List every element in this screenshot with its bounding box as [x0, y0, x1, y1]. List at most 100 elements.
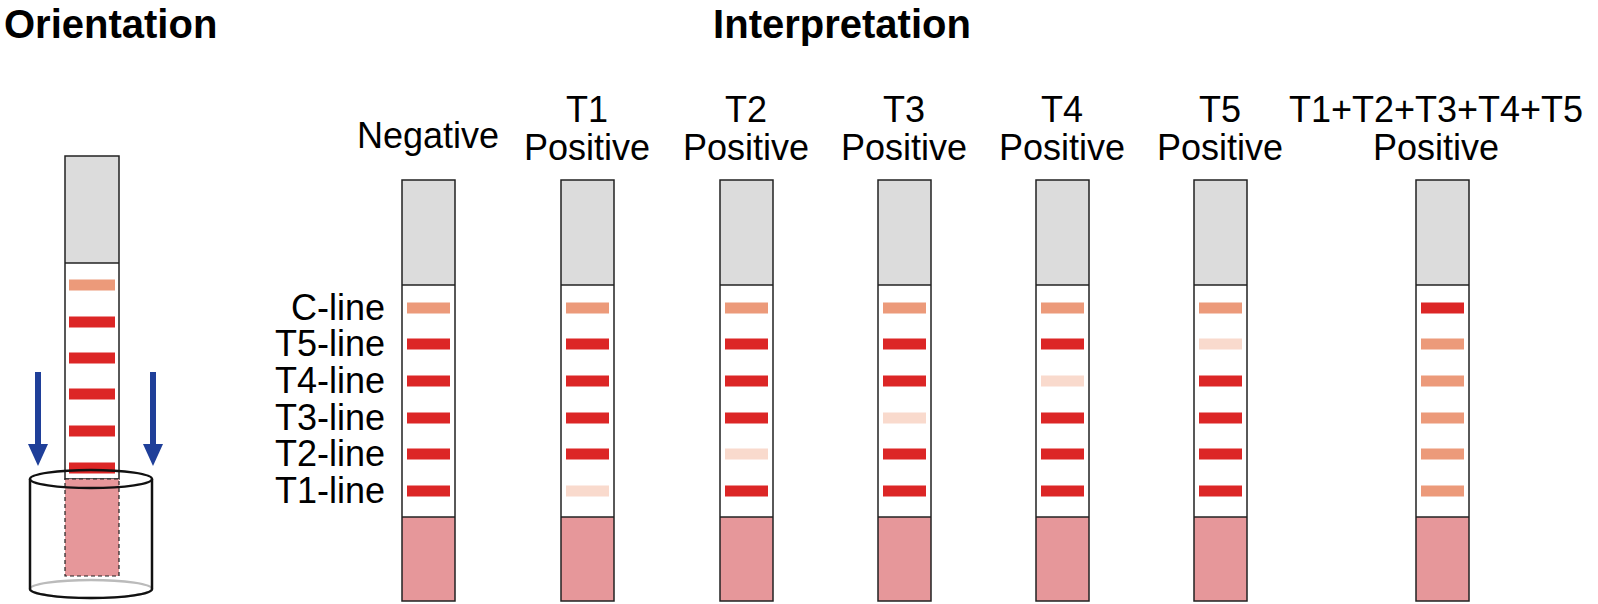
strip-divider [65, 262, 119, 264]
strip-divider [561, 516, 614, 518]
strip-line [566, 339, 609, 350]
strip-membrane [1416, 285, 1469, 517]
strip-line [1041, 449, 1084, 460]
strip-line [1199, 413, 1242, 424]
strip-line [1041, 339, 1084, 350]
sample-cup [30, 470, 152, 598]
strip-outline [1416, 180, 1469, 601]
strip-line [1421, 413, 1464, 424]
strip-line [566, 449, 609, 460]
strip-line [1041, 486, 1084, 497]
strip-handle [561, 180, 614, 285]
strip-line [725, 376, 768, 387]
cup-side [29, 479, 32, 589]
line-label: T2-line [275, 435, 385, 473]
strip-outline [561, 180, 614, 601]
strip-line [407, 376, 450, 387]
strip-outline [1194, 180, 1247, 601]
line-label: T4-line [275, 362, 385, 400]
strip-line [69, 353, 115, 364]
strip-line [407, 449, 450, 460]
arrow-shaft [35, 372, 41, 448]
strip-line [1199, 376, 1242, 387]
test-strip [561, 180, 614, 601]
strip-line [1199, 449, 1242, 460]
strip-line [566, 376, 609, 387]
arrow-head [28, 444, 48, 466]
sample-pad [878, 517, 931, 601]
strip-divider [878, 516, 931, 518]
strip-outline [1036, 180, 1089, 601]
column-header: T4 Positive [987, 91, 1137, 167]
sample-pad [402, 517, 455, 601]
strip-divider [1194, 516, 1247, 518]
test-strip [1416, 180, 1469, 601]
column-header: T5 Positive [1145, 91, 1295, 167]
column-header: T1+T2+T3+T4+T5 Positive [1278, 91, 1594, 167]
strip-divider [1036, 284, 1089, 286]
strip-membrane [1194, 285, 1247, 517]
strip-line [725, 339, 768, 350]
cup-side [151, 479, 154, 589]
line-label: T3-line [275, 399, 385, 437]
strip-line [69, 426, 115, 437]
arrow-shaft [150, 372, 156, 448]
strip-line [1041, 303, 1084, 314]
strip-line [1421, 376, 1464, 387]
strip-outline [402, 180, 455, 601]
strip-handle [1194, 180, 1247, 285]
strip-line [725, 449, 768, 460]
strip-line [407, 303, 450, 314]
column-header: Negative [348, 117, 508, 155]
strip-membrane [720, 285, 773, 517]
sample-pad [1416, 517, 1469, 601]
column-header: T1 Positive [512, 91, 662, 167]
strip-divider [1036, 516, 1089, 518]
strip-handle [402, 180, 455, 285]
strip-line [725, 303, 768, 314]
cup-rim [30, 470, 152, 488]
strip-divider [402, 284, 455, 286]
section-title: Orientation [4, 2, 217, 46]
strip-line [725, 486, 768, 497]
strip-line [1199, 303, 1242, 314]
strip-line [883, 303, 926, 314]
strip-divider [402, 516, 455, 518]
strip-line [1421, 303, 1464, 314]
line-label: T5-line [275, 325, 385, 363]
strip-handle [878, 180, 931, 285]
cup-bottom [30, 580, 152, 598]
column-header: T3 Positive [829, 91, 979, 167]
strip-line [566, 303, 609, 314]
strip-line [407, 339, 450, 350]
strip-line [69, 463, 115, 474]
dip-arrow [143, 372, 163, 466]
strip-handle [1036, 180, 1089, 285]
strip-line [566, 413, 609, 424]
strip-line [1421, 449, 1464, 460]
strip-line [1199, 486, 1242, 497]
sample-pad [1036, 517, 1089, 601]
strip-line [566, 486, 609, 497]
strip-divider [1416, 516, 1469, 518]
strip-handle [1416, 180, 1469, 285]
strip-divider [878, 284, 931, 286]
orientation-strip [65, 156, 119, 576]
strip-membrane [878, 285, 931, 517]
strip-line [883, 376, 926, 387]
strip-outline [65, 156, 119, 479]
sample-pad [561, 517, 614, 601]
strip-line [69, 317, 115, 328]
strip-membrane [65, 263, 119, 479]
strip-membrane [402, 285, 455, 517]
column-header: T2 Positive [671, 91, 821, 167]
strip-line [1421, 339, 1464, 350]
strip-line [69, 280, 115, 291]
strip-membrane [561, 285, 614, 517]
strip-line [407, 413, 450, 424]
strip-line [883, 413, 926, 424]
sample-pad [65, 479, 119, 576]
strip-divider [561, 284, 614, 286]
strip-divider [720, 284, 773, 286]
